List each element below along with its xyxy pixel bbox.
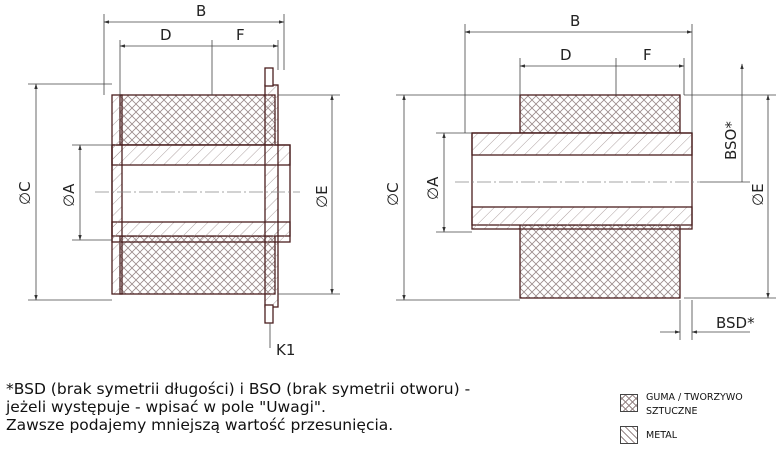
right-dim-BSO: BSO* <box>722 121 740 160</box>
right-drawing <box>471 94 693 299</box>
left-rubber-lower <box>119 235 276 295</box>
left-dim-F: F <box>236 26 245 44</box>
right-dim-E: ∅E <box>749 183 767 206</box>
right-rubber-upper <box>519 94 681 134</box>
legend-metal-label: METAL <box>646 430 678 441</box>
left-dim-D: D <box>160 26 172 44</box>
right-dim-A: ∅A <box>424 176 442 200</box>
right-dim-F: F <box>643 46 652 64</box>
footnote: *BSD (brak symetrii długości) i BSO (bra… <box>6 380 470 434</box>
legend-rubber-label-1: GUMA / TWORZYWO <box>646 392 743 403</box>
legend-metal-swatch <box>620 426 638 444</box>
right-rubber-lower <box>519 224 681 299</box>
legend-rubber-swatch <box>620 394 638 412</box>
right-dim-D: D <box>560 46 572 64</box>
left-dim-E: ∅E <box>313 185 331 208</box>
right-dim-B: B <box>570 12 580 30</box>
right-sleeve-top-wall <box>471 132 693 156</box>
left-dim-K1: K1 <box>276 341 295 359</box>
left-rubber-upper <box>119 94 276 146</box>
left-dim-C: ∅C <box>16 181 34 205</box>
footnote-line-2: jeżeli występuje - wpisać w pole "Uwagi"… <box>6 398 326 416</box>
right-dim-C: ∅C <box>384 182 402 206</box>
right-sleeve-bottom-wall <box>471 206 693 230</box>
left-flange <box>111 94 123 295</box>
left-k1-tab-bottom <box>264 304 274 324</box>
left-drawing <box>111 67 291 324</box>
left-dim-A: ∅A <box>60 183 78 207</box>
right-dim-BSD: BSD* <box>716 314 755 332</box>
left-sleeve-bottom-wall <box>111 221 291 243</box>
left-k1-tab <box>264 67 274 87</box>
footnote-line-1: *BSD (brak symetrii długości) i BSO (bra… <box>6 380 471 398</box>
left-dim-B: B <box>196 2 206 20</box>
left-flange-right <box>264 84 279 308</box>
legend-rubber-label-2: SZTUCZNE <box>646 406 698 417</box>
left-sleeve-top-wall <box>111 144 291 166</box>
footnote-line-3: Zawsze podajemy mniejszą wartość przesun… <box>6 416 394 434</box>
